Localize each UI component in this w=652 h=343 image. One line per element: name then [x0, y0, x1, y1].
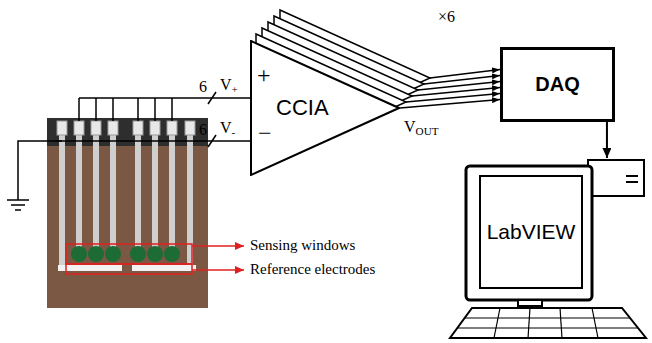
- bus-width: 6: [199, 78, 207, 96]
- keyboard-key-row: [464, 317, 630, 318]
- subscript: OUT: [416, 125, 439, 137]
- input-polarity: −: [258, 120, 272, 146]
- tower-vent: [626, 181, 638, 183]
- sensing-window: [164, 246, 180, 262]
- contact-pad: [167, 121, 177, 135]
- amplifier-triangle-shape: [251, 41, 399, 175]
- contact-pad: [185, 121, 195, 135]
- electrode-strip: [135, 134, 141, 254]
- node-label: CCIA: [276, 95, 329, 121]
- bus-slash: [208, 92, 216, 104]
- keyboard-key-col: [528, 308, 530, 338]
- highlight-box: [66, 264, 192, 274]
- signal-arrow: [606, 122, 608, 158]
- part-label: Reference electrodes: [250, 261, 375, 278]
- monitor-frame: [466, 166, 592, 300]
- bus-wire: [55, 140, 250, 142]
- wire: [154, 98, 156, 121]
- reference-electrode: [132, 265, 196, 271]
- sensing-window: [88, 246, 104, 262]
- electrode-strip: [76, 134, 82, 254]
- electrode-strip: [169, 134, 175, 254]
- sensing-window: [130, 246, 146, 262]
- bus-width: 6: [199, 121, 207, 139]
- wire: [78, 98, 80, 121]
- daq-box: DAQ: [500, 47, 615, 122]
- pc-tower: [588, 160, 644, 196]
- sensor-substrate: [47, 118, 208, 308]
- wire: [112, 98, 114, 121]
- highlight-box: [66, 244, 192, 264]
- keyboard-key-row: [457, 327, 638, 328]
- ground-wire: [18, 141, 62, 200]
- wire: [95, 98, 97, 121]
- contact-pad: [133, 121, 143, 135]
- node-content: LabVIEW: [480, 176, 582, 288]
- tower-vent: [626, 175, 638, 177]
- sensor-header: [47, 118, 208, 146]
- wire: [137, 98, 139, 121]
- keyboard-key-col: [494, 308, 500, 338]
- part-label: Sensing windows: [250, 237, 355, 254]
- signal-name: V-: [220, 119, 235, 138]
- amplifier-triangle: CCIA: [250, 40, 400, 176]
- sensing-window: [147, 246, 163, 262]
- contact-pad: [150, 121, 160, 135]
- keyboard-key-col: [592, 308, 598, 338]
- signal-name: VOUT: [404, 118, 439, 137]
- electrode-strip: [59, 134, 65, 266]
- contact-pad: [91, 121, 101, 135]
- contact-pad: [57, 121, 67, 135]
- bus-slash: [208, 135, 216, 147]
- contact-pad: [74, 121, 84, 135]
- leader-arrow: [192, 245, 244, 247]
- electrode-strip: [93, 134, 99, 254]
- node-label: LabVIEW: [487, 220, 576, 244]
- signal-name: V+: [220, 76, 238, 95]
- subscript: -: [232, 126, 236, 138]
- sensing-window: [71, 246, 87, 262]
- multiplicity: ×6: [438, 8, 455, 26]
- keyboard: [450, 308, 646, 338]
- input-polarity: +: [257, 62, 271, 88]
- keyboard-key-col: [560, 308, 562, 338]
- sensing-window: [105, 246, 121, 262]
- node-label: DAQ: [535, 73, 579, 96]
- node-content: CCIA: [276, 40, 329, 176]
- leader-arrow: [192, 269, 244, 271]
- electrode-strip: [110, 134, 116, 254]
- ground-symbol: [15, 209, 21, 211]
- contact-pad: [108, 121, 118, 135]
- signal-arrow: [430, 70, 500, 79]
- ground-symbol: [7, 199, 29, 201]
- monitor-screen: [480, 176, 582, 288]
- monitor-stand: [518, 300, 542, 306]
- wire: [171, 98, 173, 121]
- subscript: +: [232, 83, 238, 95]
- node-content: DAQ: [503, 50, 612, 119]
- ground-symbol: [11, 204, 25, 206]
- electrode-strip: [152, 134, 158, 254]
- computer-node: LabVIEW: [458, 158, 648, 340]
- bus-wire: [79, 97, 250, 99]
- reference-electrode: [58, 265, 122, 271]
